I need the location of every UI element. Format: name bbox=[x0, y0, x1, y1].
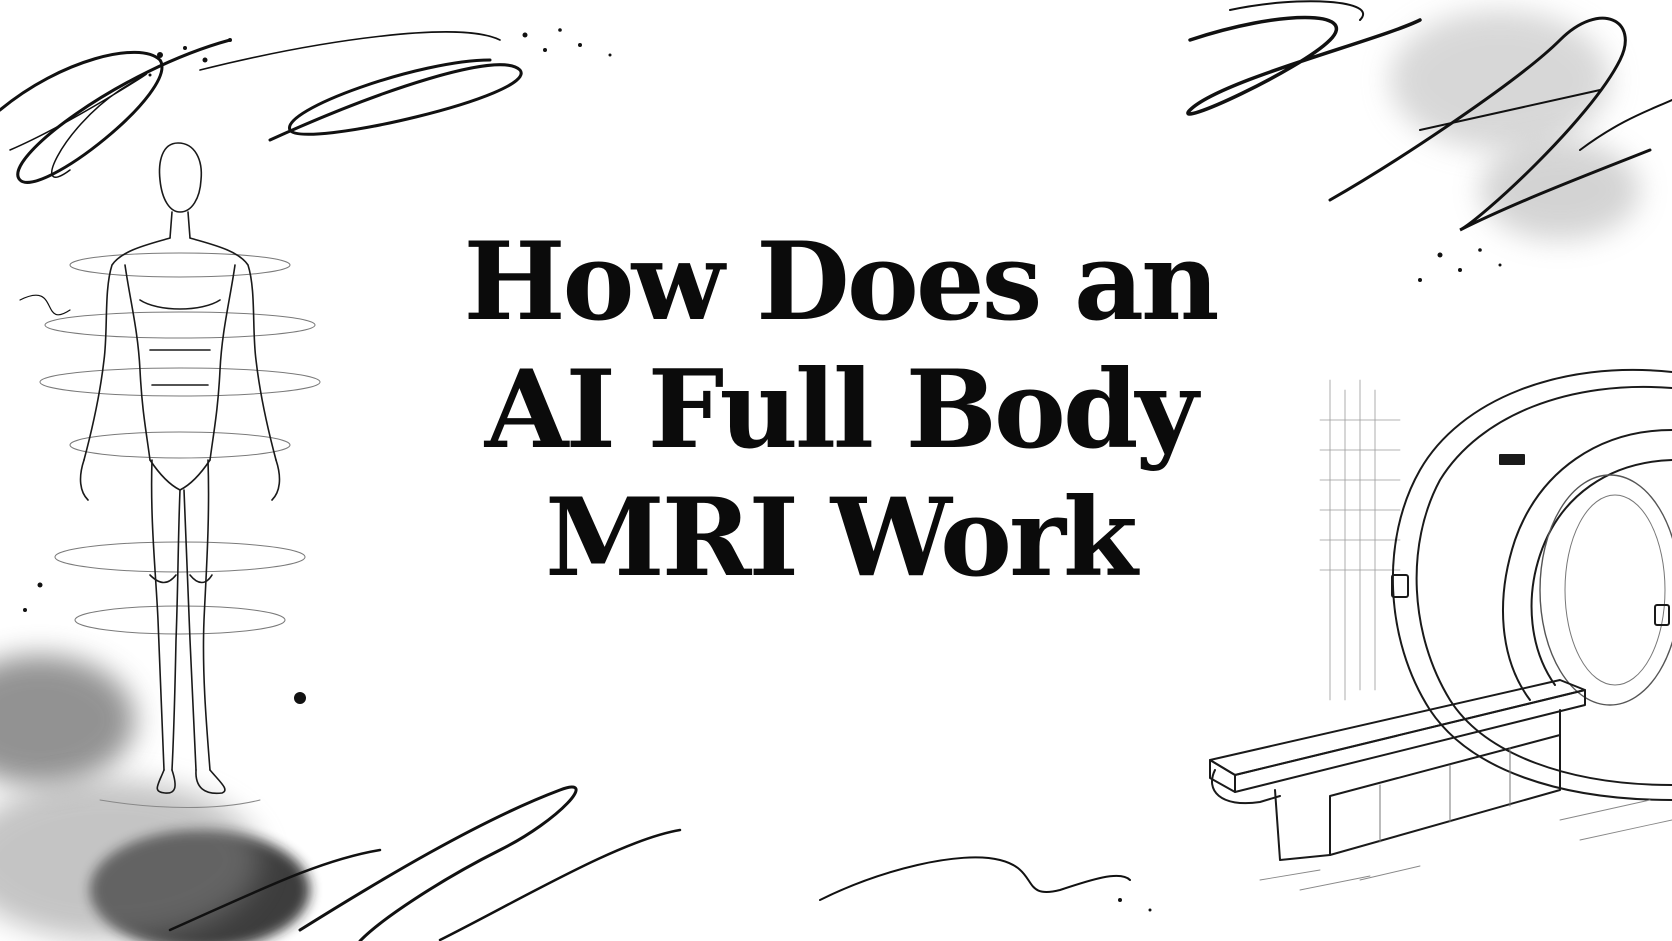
title-line-1: How Does an bbox=[463, 219, 1220, 345]
page-title: How Does an AI Full Body MRI Work bbox=[380, 218, 1300, 602]
ink-wash-bottom-left bbox=[0, 655, 310, 941]
title-line-3: MRI Work bbox=[545, 475, 1138, 601]
human-figure-sketch-icon bbox=[39, 142, 321, 808]
title-line-2: AI Full Body bbox=[484, 347, 1198, 473]
ink-splatter-dots bbox=[23, 28, 1502, 912]
mri-scanner-sketch-icon bbox=[1209, 368, 1672, 891]
